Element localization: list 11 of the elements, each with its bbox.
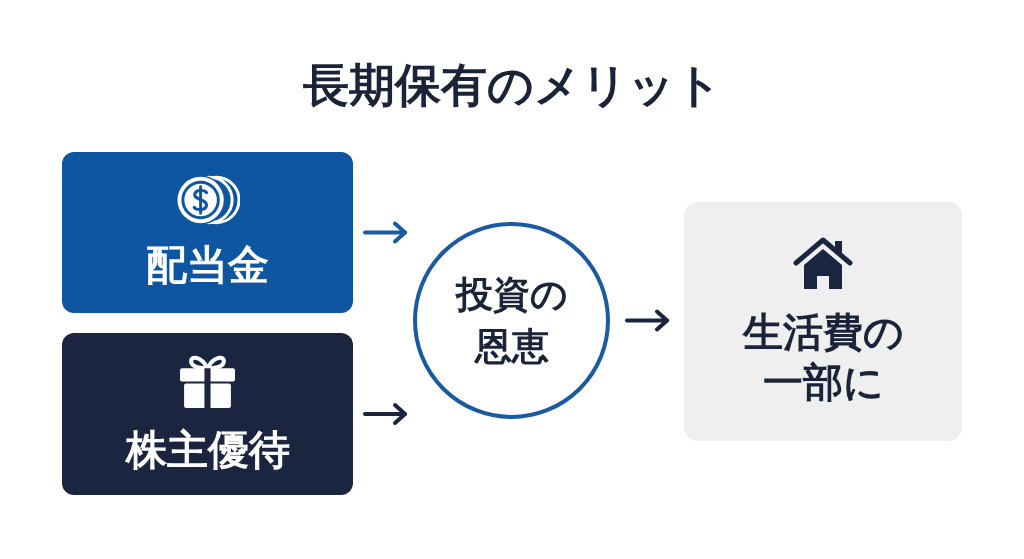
arrow: [625, 309, 669, 332]
result-card: [684, 202, 962, 441]
node-label: 投資の恩恵: [454, 272, 569, 370]
arrow: [363, 403, 407, 425]
node-label: 生活費の一部に: [741, 308, 905, 407]
info-card: [62, 333, 353, 495]
info-card: [62, 152, 353, 313]
diagram-title: 長期保有のメリット: [302, 58, 722, 114]
node-label: 配当金: [146, 241, 269, 291]
arrow: [363, 221, 407, 244]
node-label: 株主優待: [125, 425, 290, 476]
